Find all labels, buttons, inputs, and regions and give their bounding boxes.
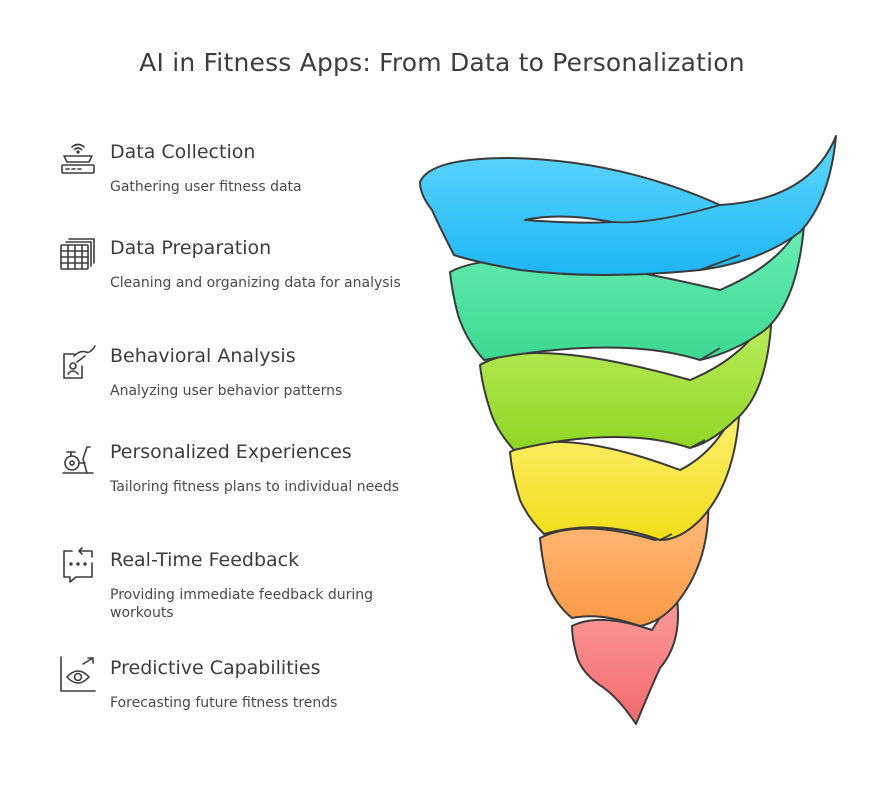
eye-trend-icon <box>60 656 96 692</box>
stage-heading: Data Preparation <box>110 237 272 259</box>
stage-description: Forecasting future fitness trends <box>110 695 338 711</box>
stage-description: Tailoring fitness plans to individual ne… <box>110 479 399 495</box>
stage-heading: Predictive Capabilities <box>110 657 321 679</box>
funnel-band-collection <box>419 135 837 276</box>
chat-refresh-icon <box>63 547 93 583</box>
stage-description: Cleaning and organizing data for analysi… <box>110 275 401 291</box>
stage-heading: Real-Time Feedback <box>110 549 300 571</box>
funnel-band-preparation <box>449 211 806 361</box>
user-analysis-icon <box>63 345 96 379</box>
diagram-title: AI in Fitness Apps: From Data to Persona… <box>139 48 745 77</box>
stage-heading: Personalized Experiences <box>110 441 352 463</box>
spreadsheet-icon <box>60 238 95 270</box>
stage-description: Gathering user fitness data <box>110 179 302 195</box>
stage-heading: Behavioral Analysis <box>110 345 296 367</box>
funnel-band-predictive <box>571 591 679 725</box>
stage-heading: Data Collection <box>110 141 256 163</box>
exercise-bike-icon <box>62 446 94 474</box>
funnel-band-feedback <box>539 493 710 627</box>
stage-description: Providing immediate feedback during work… <box>110 587 373 621</box>
funnel-band-behavioral <box>479 305 773 451</box>
scale-wifi-icon <box>61 143 95 174</box>
stage-description: Analyzing user behavior patterns <box>110 383 343 399</box>
funnel-band-personalized <box>509 397 741 541</box>
